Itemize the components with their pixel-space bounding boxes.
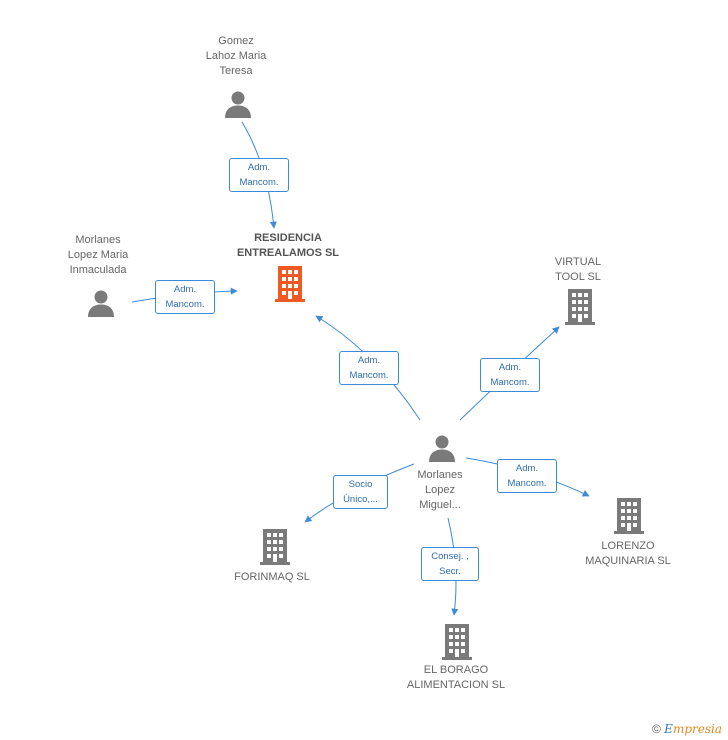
- label-line: MAQUINARIA SL: [585, 555, 671, 567]
- node-label-morlanes-inmaculada[interactable]: Morlanes Lopez Maria Inmaculada: [48, 233, 148, 278]
- edge-label-line: Adm.: [247, 162, 271, 173]
- label-line: Lopez: [425, 484, 455, 496]
- edge-label-line: Consej. ,: [431, 551, 469, 562]
- label-line: RESIDENCIA: [254, 232, 322, 244]
- edge-label-line: Adm.: [515, 463, 539, 474]
- label-line: TOOL SL: [555, 271, 601, 283]
- node-label-forinmaq[interactable]: FORINMAQ SL: [222, 570, 322, 585]
- node-label-lorenzo[interactable]: LORENZO MAQUINARIA SL: [568, 539, 688, 569]
- edge-label-line: Único,...: [343, 494, 378, 505]
- node-label-virtual[interactable]: VIRTUAL TOOL SL: [528, 255, 628, 285]
- person-icon[interactable]: [225, 91, 251, 119]
- node-label-morlanes-miguel[interactable]: Morlanes Lopez Miguel...: [390, 468, 490, 513]
- copyright-icon: ©: [651, 722, 661, 736]
- edge-label-miguel-virtual[interactable]: Adm. Mancom.: [480, 358, 540, 392]
- edge-label-miguel-residencia[interactable]: Adm. Mancom.: [339, 351, 399, 385]
- label-line: Lahoz Maria: [205, 50, 267, 62]
- edge-label-line: Adm.: [498, 362, 522, 373]
- edge-label-line: Adm.: [357, 355, 381, 366]
- label-line: Morlanes: [75, 234, 121, 246]
- node-label-residencia[interactable]: RESIDENCIA ENTREALAMOS SL: [218, 231, 358, 261]
- label-line: Gomez: [218, 35, 254, 47]
- label-line: Inmaculada: [69, 264, 127, 276]
- building-icon[interactable]: [565, 289, 595, 325]
- person-icon[interactable]: [429, 435, 455, 463]
- person-icon[interactable]: [88, 290, 114, 318]
- label-line: FORINMAQ SL: [234, 571, 310, 583]
- node-label-borago[interactable]: EL BORAGO ALIMENTACION SL: [396, 663, 516, 693]
- edge-label-miguel-borago[interactable]: Consej. , Secr.: [421, 547, 479, 581]
- edge-label-line: Adm.: [173, 284, 197, 295]
- label-line: LORENZO: [601, 540, 655, 552]
- edge-label-gomez-residencia[interactable]: Adm. Mancom.: [229, 158, 289, 192]
- edge-label-line: Mancom.: [349, 370, 389, 381]
- brand-logo: Empresia: [664, 722, 722, 736]
- label-line: ALIMENTACION SL: [406, 679, 506, 691]
- edge-label-line: Mancom.: [507, 478, 547, 489]
- edge-label-line: Socio: [348, 479, 373, 490]
- label-line: VIRTUAL: [554, 256, 602, 268]
- edge-label-line: Mancom.: [239, 177, 279, 188]
- building-icon[interactable]: [260, 529, 290, 565]
- edge-label-line: Mancom.: [490, 377, 530, 388]
- building-icon[interactable]: [442, 624, 472, 660]
- node-label-gomez[interactable]: Gomez Lahoz Maria Teresa: [186, 34, 286, 79]
- label-line: ENTREALAMOS SL: [236, 247, 340, 259]
- building-icon[interactable]: [275, 266, 305, 302]
- edge-label-miguel-forinmaq[interactable]: Socio Único,...: [333, 475, 388, 509]
- footer-credit[interactable]: © Empresia: [652, 722, 722, 736]
- edge-label-miguel-lorenzo[interactable]: Adm. Mancom.: [497, 459, 557, 493]
- label-line: Teresa: [219, 65, 253, 77]
- edge-label-line: Secr.: [439, 566, 461, 577]
- brand-letter: E: [664, 722, 673, 736]
- label-line: Lopez Maria: [67, 249, 129, 261]
- brand-name: mpresia: [672, 722, 722, 736]
- edge-label-inmaculada-residencia[interactable]: Adm. Mancom.: [155, 280, 215, 314]
- edge-label-line: Mancom.: [165, 299, 205, 310]
- building-icon[interactable]: [614, 498, 644, 534]
- label-line: EL BORAGO: [423, 664, 489, 676]
- label-line: Miguel...: [419, 499, 461, 511]
- label-line: Morlanes: [417, 469, 463, 481]
